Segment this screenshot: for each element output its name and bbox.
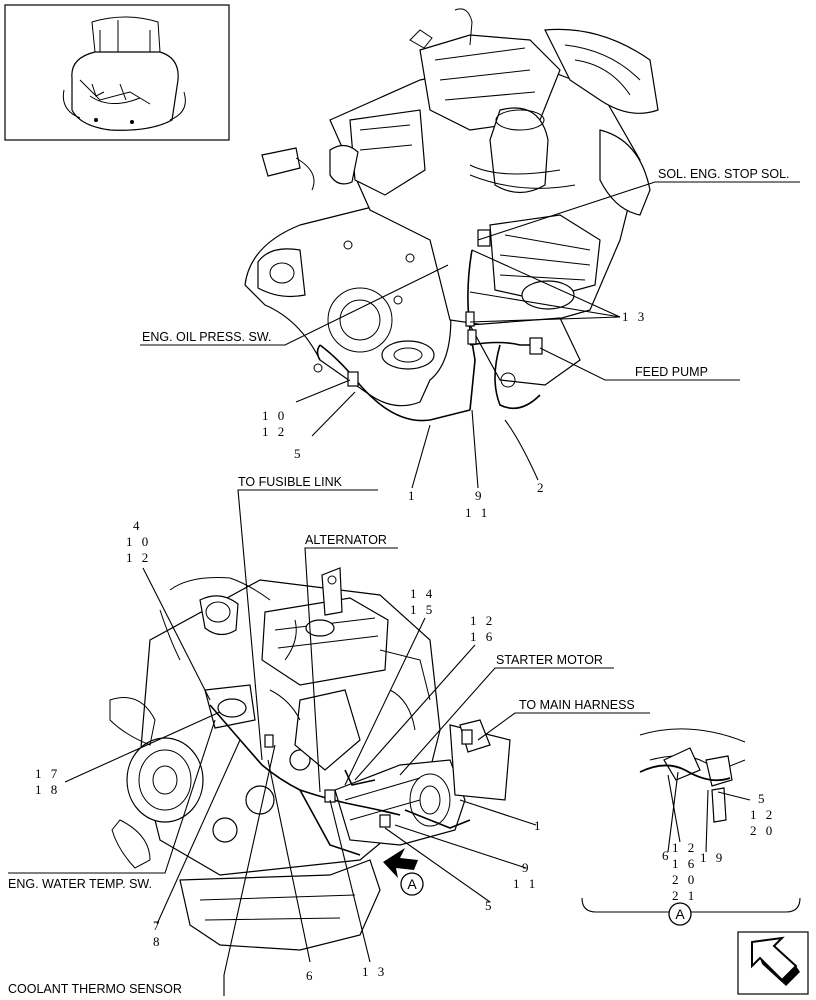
callout-11: 1 1 [465,505,490,520]
callout-6: 6 [306,968,316,983]
callout-1: 1 [408,488,418,503]
callout-5: 5 [485,898,495,913]
view-arrow-icon [383,848,418,878]
callout-16: 1 6 [672,856,697,871]
callout-10: 1 0 [262,408,287,423]
thumbnail-inset [4,4,230,141]
callout-17: 1 7 [35,766,60,781]
callout-8: 8 [153,934,163,949]
callout-12: 1 2 [750,807,775,822]
callout-21: 2 1 [672,888,697,903]
callout-7: 7 [153,918,163,933]
callout-20: 2 0 [750,823,775,838]
label-eng-oil-press: ENG. OIL PRESS. SW. [142,330,271,344]
callout-18: 1 8 [35,782,60,797]
label-starter-motor: STARTER MOTOR [496,653,603,667]
callout-15: 1 5 [410,602,435,617]
callout-13: 1 3 [362,964,387,979]
detail-marker-a[interactable]: A [668,902,692,926]
callout-5: 5 [294,446,304,461]
callout-16: 1 6 [470,629,495,644]
callout-20: 2 0 [672,872,697,887]
nav-arrow-icon[interactable] [737,931,809,995]
label-feed-pump: FEED PUMP [635,365,708,379]
callout-6: 6 [662,848,672,863]
callout-2: 2 [537,480,547,495]
detail-marker-a-text: A [675,906,685,922]
label-eng-water-temp: ENG. WATER TEMP. SW. [8,877,152,891]
callout-9: 9 [475,488,485,503]
label-to-fusible-link: TO FUSIBLE LINK [238,475,343,489]
label-alternator: ALTERNATOR [305,533,387,547]
part-labels: SOL. ENG. STOP SOL. ENG. OIL PRESS. SW. … [8,167,790,996]
view-marker-a-text: A [407,876,417,892]
view-marker-a[interactable]: A [400,872,424,896]
callout-12: 1 2 [126,550,151,565]
bottom-leader-lines [8,489,650,996]
callout-11: 1 1 [513,876,538,891]
label-sol-eng-stop: SOL. ENG. STOP SOL. [658,167,790,181]
bottom-callout-numbers: 4 1 0 1 2 1 4 1 5 1 2 1 6 1 7 1 8 1 9 1 … [35,518,544,983]
detail-a-illustration [639,728,751,853]
callout-9: 9 [522,860,532,875]
callout-12: 1 2 [470,613,495,628]
label-coolant-thermo: COOLANT THERMO SENSOR [8,982,182,996]
callout-13: 1 3 [622,309,647,324]
callout-12: 1 2 [672,840,697,855]
callout-14: 1 4 [410,586,435,601]
callout-12: 1 2 [262,424,287,439]
callout-5: 5 [758,791,768,806]
callout-4: 4 [133,518,143,533]
top-leader-lines [140,181,800,489]
callout-19: 1 9 [700,850,725,865]
bottom-engine-illustration [109,567,511,951]
detail-callout-numbers: 5 1 2 2 0 1 2 1 6 2 0 2 1 6 1 9 [662,791,775,903]
top-engine-illustration [244,8,659,422]
callout-10: 1 0 [126,534,151,549]
label-to-main-harness: TO MAIN HARNESS [519,698,635,712]
top-callout-numbers: 1 3 1 0 1 2 5 1 9 1 1 2 [262,309,647,520]
callout-1: 1 [534,818,544,833]
